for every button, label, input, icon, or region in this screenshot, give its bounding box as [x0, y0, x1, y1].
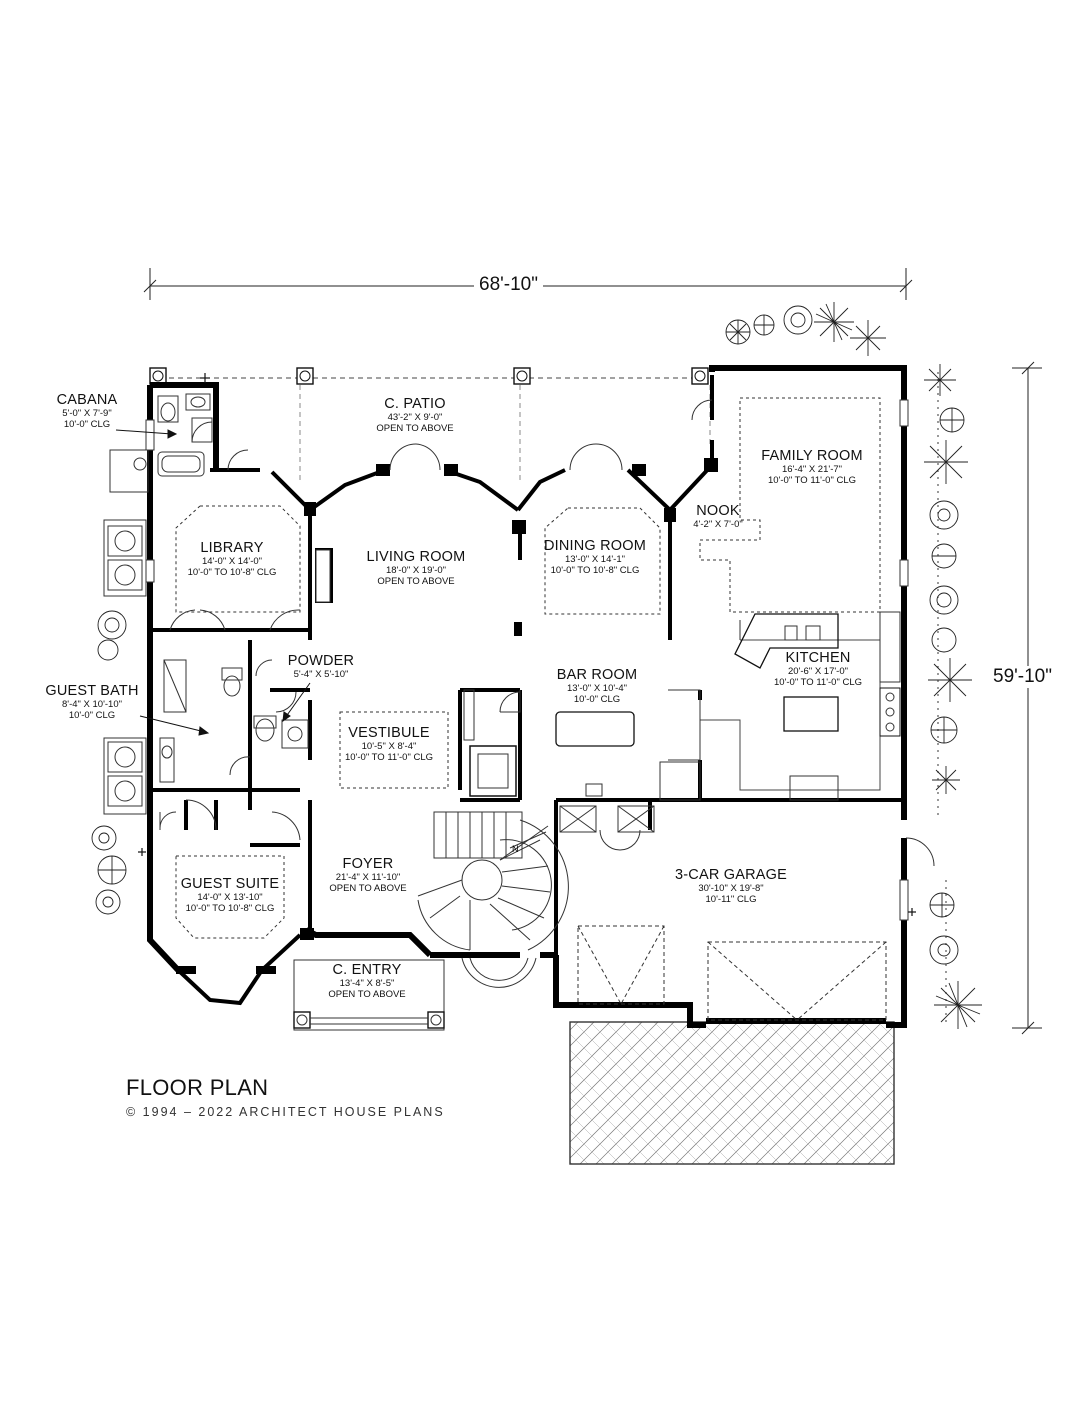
room-name: CABANA: [56, 392, 118, 408]
room-ceiling: 10'-11" CLG: [705, 893, 757, 905]
room-size: 18'-0" X 19'-0": [385, 564, 447, 576]
depth-dimension-line: [1012, 361, 1042, 1035]
room-size: 5'-0" X 7'-9": [62, 407, 112, 419]
plan-title: FLOOR PLAN: [126, 1075, 269, 1100]
room-size: 10'-5" X 8'-4": [361, 740, 417, 752]
room-ceiling: 10'-0" TO 10'-8" CLG: [187, 566, 277, 578]
room-guest-bath: GUEST BATH 8'-4" X 10'-10" 10'-0" CLG: [45, 683, 138, 722]
width-dimension: 68'-10": [474, 274, 543, 296]
room-ceiling: OPEN TO ABOVE: [376, 422, 454, 434]
room-ceiling: OPEN TO ABOVE: [377, 575, 455, 587]
room-size: 13'-0" X 14'-1": [564, 553, 625, 565]
leader-arrows: [115, 429, 311, 736]
room-entry: C. ENTRY 13'-4" X 8'-5" OPEN TO ABOVE: [328, 962, 405, 1001]
room-patio: C. PATIO 43'-2" X 9'-0" OPEN TO ABOVE: [376, 396, 453, 435]
room-living-room: LIVING ROOM 18'-0" X 19'-0" OPEN TO ABOV…: [367, 549, 466, 588]
room-kitchen: KITCHEN 20'-6" X 17'-0" 10'-0" TO 11'-0"…: [774, 650, 862, 689]
room-ceiling: 10'-0" TO 11'-0" CLG: [345, 751, 433, 763]
room-size: 30'-10" X 19'-8": [698, 882, 764, 894]
room-name: NOOK: [696, 503, 740, 519]
room-name: LIBRARY: [200, 540, 264, 556]
room-family-room: FAMILY ROOM 16'-4" X 21'-7" 10'-0" TO 11…: [761, 448, 863, 487]
patio-outline: [149, 367, 711, 480]
room-ceiling: 10'-0" CLG: [68, 709, 116, 721]
room-size: 5'-4" X 5'-10": [293, 668, 349, 680]
room-name: DINING ROOM: [543, 538, 647, 554]
room-nook: NOOK 4'-2" X 7'-0": [693, 503, 742, 531]
room-garage: 3-CAR GARAGE 30'-10" X 19'-8" 10'-11" CL…: [675, 867, 787, 906]
room-ceiling: OPEN TO ABOVE: [328, 988, 406, 1000]
room-name: POWDER: [287, 653, 355, 669]
room-vestibule: VESTIBULE 10'-5" X 8'-4" 10'-0" TO 11'-0…: [345, 725, 433, 764]
room-size: 14'-0" X 13'-10": [197, 891, 263, 903]
room-guest-suite: GUEST SUITE 14'-0" X 13'-10" 10'-0" TO 1…: [181, 876, 280, 915]
room-name: VESTIBULE: [348, 725, 430, 741]
room-size: 20'-6" X 17'-0": [787, 665, 848, 677]
room-name: LIVING ROOM: [366, 549, 466, 565]
spiral-stair: [417, 811, 569, 951]
landscape-plants: [91, 302, 982, 1029]
room-name: BAR ROOM: [556, 667, 638, 683]
room-size: 8'-4" X 10'-10": [61, 698, 122, 710]
room-size: 43'-2" X 9'-0": [387, 411, 443, 423]
north-label: N: [512, 844, 519, 854]
exterior-markers: [138, 373, 916, 916]
room-size: 14'-0" X 14'-0": [201, 555, 263, 567]
room-size: 4'-2" X 7'-0": [693, 518, 743, 530]
room-ceiling: 10'-0" CLG: [573, 693, 621, 705]
interior-details: [103, 393, 935, 1031]
room-library: LIBRARY 14'-0" X 14'-0" 10'-0" TO 10'-8"…: [188, 540, 277, 579]
room-powder: POWDER 5'-4" X 5'-10": [288, 653, 354, 681]
room-name: FOYER: [342, 856, 394, 872]
room-foyer: FOYER 21'-4" X 11'-10" OPEN TO ABOVE: [329, 856, 406, 895]
room-ceiling: 10'-0" TO 11'-0" CLG: [774, 676, 862, 688]
room-name: C. PATIO: [384, 396, 446, 412]
room-ceiling: 10'-0" TO 11'-0" CLG: [767, 474, 856, 486]
room-name: FAMILY ROOM: [761, 448, 863, 464]
copyright-notice: © 1994 – 2022 ARCHITECT HOUSE PLANS: [126, 1105, 445, 1119]
room-size: 16'-4" X 21'-7": [781, 463, 843, 475]
room-ceiling: 10'-0" TO 10'-8" CLG: [550, 564, 640, 576]
room-name: GUEST SUITE: [180, 876, 280, 892]
room-size: 21'-4" X 11'-10": [335, 871, 401, 883]
room-name: KITCHEN: [785, 650, 851, 666]
north-arrow: N: [512, 844, 519, 854]
room-ceiling: 10'-0" CLG: [63, 418, 111, 430]
room-ceiling: 10'-0" TO 10'-8" CLG: [185, 902, 275, 914]
room-cabana: CABANA 5'-0" X 7'-9" 10'-0" CLG: [57, 392, 118, 431]
room-name: C. ENTRY: [332, 962, 402, 978]
room-name: 3-CAR GARAGE: [675, 867, 787, 883]
driveway: [569, 1021, 895, 1165]
room-size: 13'-0" X 10'-4": [566, 682, 627, 694]
room-dining-room: DINING ROOM 13'-0" X 14'-1" 10'-0" TO 10…: [544, 538, 646, 577]
room-ceiling: OPEN TO ABOVE: [329, 882, 407, 894]
room-bar-room: BAR ROOM 13'-0" X 10'-4" 10'-0" CLG: [557, 667, 638, 706]
room-size: 13'-4" X 8'-5": [339, 977, 395, 989]
depth-dimension: 59'-10": [988, 666, 1057, 688]
room-name: GUEST BATH: [45, 683, 139, 699]
